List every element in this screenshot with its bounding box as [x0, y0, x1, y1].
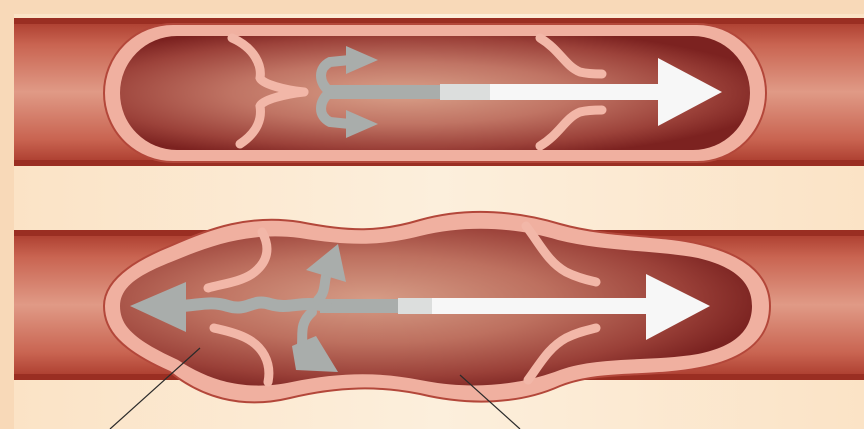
forward-flow-fade	[440, 84, 490, 100]
normal-vein-panel	[14, 18, 864, 166]
forward-flow-shaft-2	[398, 298, 652, 314]
backflow-wavy	[178, 302, 326, 307]
forward-flow-fade-2	[398, 298, 432, 314]
